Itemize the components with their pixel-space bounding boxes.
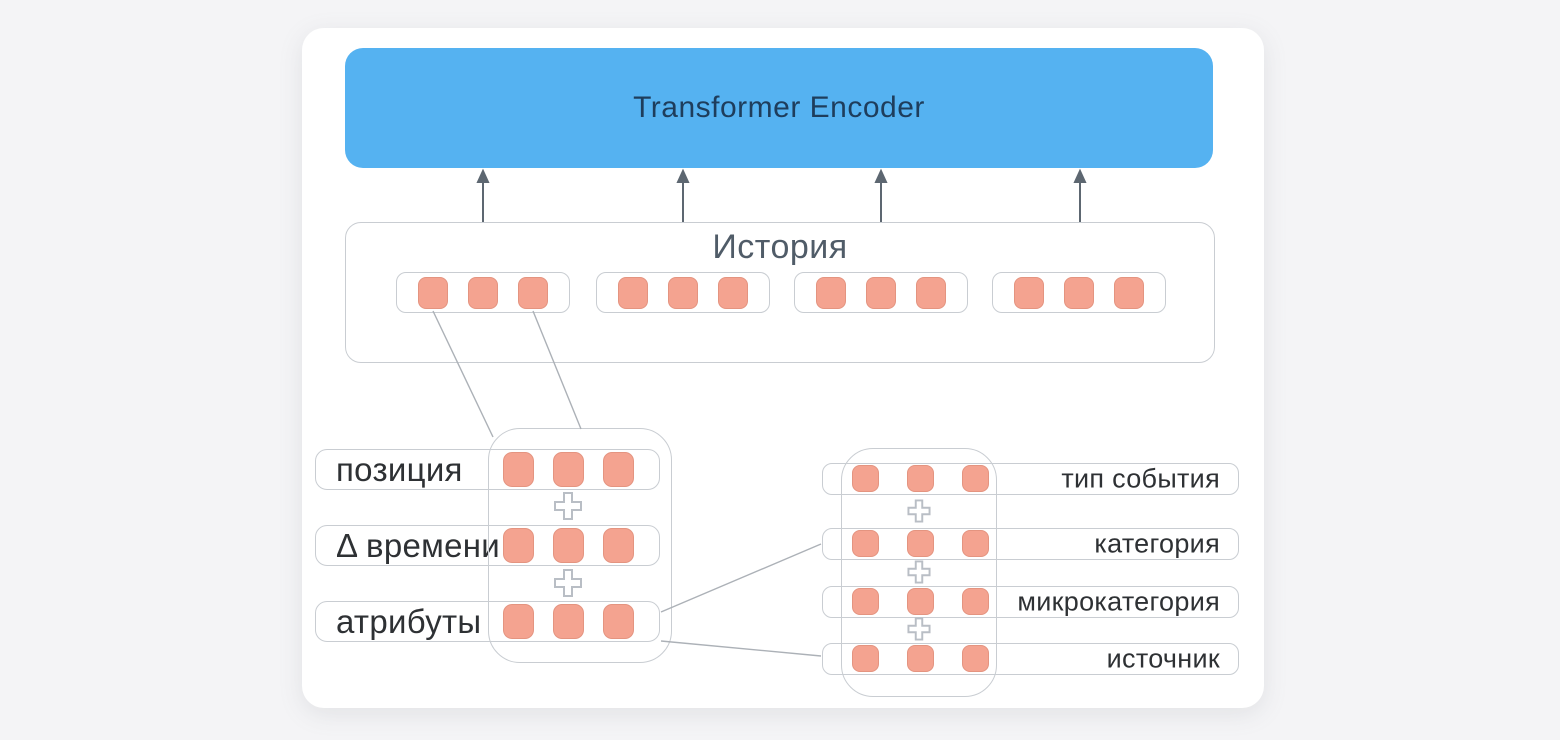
embedding-label-position: позиция bbox=[336, 450, 463, 488]
token-square bbox=[907, 465, 934, 492]
right-embedding-sum-container bbox=[841, 448, 997, 697]
plus-icon bbox=[907, 499, 931, 523]
history-token-group-4 bbox=[992, 272, 1166, 313]
embedding-label-attributes: атрибуты bbox=[336, 602, 482, 640]
token-square bbox=[718, 276, 748, 309]
token-square bbox=[603, 452, 634, 487]
token-square bbox=[907, 530, 934, 557]
token-square bbox=[618, 276, 648, 309]
embedding-row-time-delta: Δ времени bbox=[315, 525, 660, 566]
plus-icon bbox=[554, 492, 582, 520]
token-square bbox=[1014, 276, 1044, 309]
token-square bbox=[1114, 276, 1144, 309]
transformer-encoder-label: Transformer Encoder bbox=[633, 91, 925, 124]
embedding-row-attributes: атрибуты bbox=[315, 601, 660, 642]
history-title: История bbox=[712, 228, 848, 266]
token-square bbox=[962, 588, 989, 615]
history-token-group-1 bbox=[396, 272, 570, 313]
token-row-category bbox=[852, 530, 989, 557]
token-square bbox=[852, 588, 879, 615]
embedding-row-category: категория bbox=[822, 528, 1239, 560]
embedding-row-event-type: тип события bbox=[822, 463, 1239, 495]
token-square bbox=[418, 276, 448, 309]
embedding-row-microcategory: микрокатегория bbox=[822, 586, 1239, 618]
token-square bbox=[468, 276, 498, 309]
embedding-label-category: категория bbox=[1094, 528, 1220, 559]
token-square bbox=[907, 588, 934, 615]
embedding-label-event-type: тип события bbox=[1061, 463, 1220, 494]
transformer-encoder-box: Transformer Encoder bbox=[345, 48, 1213, 168]
token-row-time-delta bbox=[503, 528, 634, 563]
token-square bbox=[553, 452, 584, 487]
embedding-label-microcategory: микрокатегория bbox=[1017, 586, 1220, 617]
embedding-label-time-delta: Δ времени bbox=[336, 526, 501, 564]
token-square bbox=[907, 645, 934, 672]
token-square bbox=[1064, 276, 1094, 309]
token-square bbox=[553, 604, 584, 639]
token-square bbox=[668, 276, 698, 309]
embedding-label-source: источник bbox=[1106, 643, 1220, 674]
token-square bbox=[553, 528, 584, 563]
embedding-row-position: позиция bbox=[315, 449, 660, 490]
token-row-microcategory bbox=[852, 588, 989, 615]
token-square bbox=[852, 530, 879, 557]
plus-icon bbox=[554, 569, 582, 597]
history-token-group-2 bbox=[596, 272, 770, 313]
plus-icon bbox=[907, 560, 931, 584]
token-square bbox=[503, 528, 534, 563]
plus-icon bbox=[907, 617, 931, 641]
token-square bbox=[518, 276, 548, 309]
token-square bbox=[962, 530, 989, 557]
history-box bbox=[345, 222, 1215, 363]
left-embedding-sum-container bbox=[488, 428, 672, 663]
token-square bbox=[816, 276, 846, 309]
history-token-group-3 bbox=[794, 272, 968, 313]
token-square bbox=[603, 528, 634, 563]
token-square bbox=[916, 276, 946, 309]
token-square bbox=[603, 604, 634, 639]
embedding-row-source: источник bbox=[822, 643, 1239, 675]
token-square bbox=[866, 276, 896, 309]
